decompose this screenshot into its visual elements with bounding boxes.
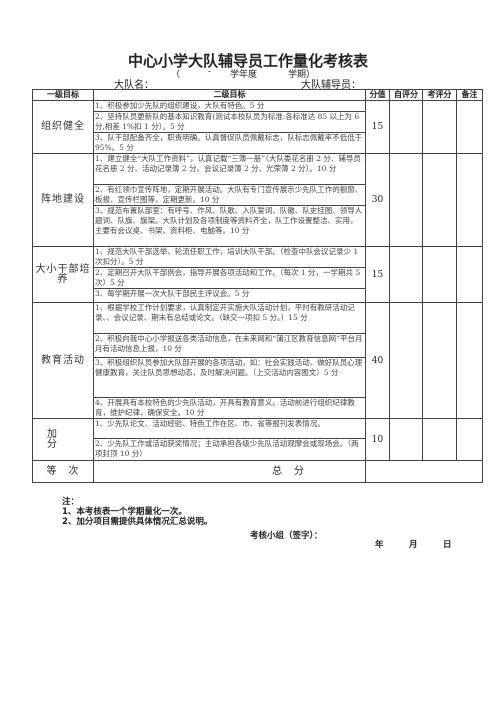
form-title: 中心小学大队辅导员工作量化考核表 — [127, 52, 368, 70]
table-row: 2、积极向我中心小学报送各类活动信息，在未来网和“蒲江区教育信息网”平台月月有活… — [33, 333, 483, 358]
item-cell: 2、定期召开大队干部例会，指导开展各项活动和工作。（每次 1 分，一学期共 5 … — [93, 267, 366, 289]
table-row: 大小干部培养 1、规范大队干部选举、轮流任职工作，培训大队干部。（检查中队会议记… — [32, 246, 483, 303]
notes-line-1: 1、本考核表一个学期量化一次。 — [62, 507, 187, 517]
item-cell: 4、开展具有本校特色的少先队活动，开具有教育意义。活动前进行组织纪律教育，维护纪… — [93, 397, 366, 419]
total-label: 总 分 — [93, 460, 366, 483]
remarks-cell[interactable] — [456, 100, 483, 154]
self-score-cell[interactable] — [389, 246, 423, 303]
self-score-cell[interactable] — [389, 153, 423, 247]
item-cell: 2、有红领巾宣传阵地，定期开展活动。大队有专门宣传展示少先队工作的橱窗、板报、宣… — [93, 184, 366, 206]
points-cell: 30 — [365, 153, 390, 247]
counselor-label: 大队辅导员： — [301, 80, 361, 91]
table-row: 3、积极组织队员参加大队部开展的各项活动，如：社会实践活动、做好队员心理健康教育… — [33, 357, 483, 398]
self-score-cell[interactable] — [389, 302, 423, 419]
category-cell: 加分 — [32, 418, 94, 461]
school-year-label: 学年度 — [230, 70, 258, 80]
category-cell: 组织健全 — [32, 100, 94, 154]
col-review-score: 考评分 — [422, 89, 457, 101]
review-score-cell[interactable] — [422, 302, 457, 419]
paren-open: （ — [171, 70, 181, 80]
col-points: 分值 — [365, 89, 390, 101]
category-cell: 阵地建设 — [32, 153, 94, 247]
item-cell: 1、少先队论文、活动经验、特色工作在区、市、省等报刊发表情况。 — [93, 418, 366, 439]
brigade-name-label: 大队名： — [114, 80, 154, 91]
notes-heading: 注： — [62, 497, 80, 507]
table-row: 组织健全 1、积极参加少先队的组织建设，大队有特色。5 分 15 — [32, 100, 483, 154]
item-cell: 2、积极向我中心小学报送各类活动信息，在未来网和“蒲江区教育信息网”平台月月有活… — [93, 333, 366, 358]
review-score-cell[interactable] — [422, 246, 457, 303]
table-row: 2、少先队工作或活动获奖情况；主动承担各级少先队活动观摩会或现场会。（两项封顶 … — [33, 438, 483, 461]
points-cell: 40 — [365, 302, 390, 419]
header-row: 一级目标 二级目标 分值 自评分 考评分 备注 — [32, 89, 483, 101]
self-score-cell[interactable] — [389, 100, 423, 154]
item-cell: 2、少先队工作或活动获奖情况；主动承担各级少先队活动观摩会或现场会。（两项封顶 … — [93, 438, 366, 461]
total-score-cell[interactable] — [365, 460, 483, 483]
item-cell: 1、规范大队干部选举、轮流任职工作，培训大队干部。（检查中队会议记录少 1 次扣… — [93, 246, 366, 268]
year-label: 年 — [375, 540, 384, 550]
points-cell: 10 — [365, 418, 390, 461]
table-row: 3、规范布置队部室：有呼号、作风、队歌、入队誓词、队徽、队史挂图、领导人题词、队… — [33, 205, 483, 247]
item-cell: 3、规范布置队部室：有呼号、作风、队歌、入队誓词、队徽、队史挂图、领导人题词、队… — [93, 205, 366, 247]
footer-row: 等 次 总 分 — [32, 460, 483, 483]
remarks-cell[interactable] — [456, 418, 483, 461]
table-row: 加分 1、少先队论文、活动经验、特色工作在区、市、省等报刊发表情况。 10 — [32, 418, 483, 461]
grade-label: 等 次 — [32, 460, 94, 483]
remarks-cell[interactable] — [456, 302, 483, 419]
item-cell: 3、队干部配备齐全，职责明确。认真督促队员佩戴标志，队标志佩戴率不低低于 95%… — [93, 132, 366, 154]
year-dash: - — [208, 67, 212, 77]
remarks-cell[interactable] — [456, 153, 483, 247]
item-cell: 1、建立健全“大队工作资料”，认真记载“三簿一册”（大队委花名册 2 分、辅导员… — [93, 153, 366, 185]
item-cell: 3、积极组织队员参加大队部开展的各项活动，如：社会实践活动、做好队员心理健康教育… — [93, 357, 366, 398]
points-cell: 15 — [365, 246, 390, 303]
category-cell: 教育活动 — [32, 302, 94, 419]
table-row: 阵地建设 1、建立健全“大队工作资料”，认真记载“三簿一册”（大队委花名册 2 … — [32, 153, 483, 247]
semester-label: 学期） — [288, 70, 316, 80]
item-cell: 3、每学期开展一次大队干部民主评议会。5 分 — [93, 288, 366, 303]
review-score-cell[interactable] — [422, 100, 457, 154]
item-cell: 1、根据学校工作计划要求，认真制定开实施大队活动计划，平时有教研活动记录、、会议… — [93, 302, 366, 334]
notes-line-2: 2、加分项目需提供具体情况汇总说明。 — [62, 517, 213, 527]
category-cell: 大小干部培养 — [32, 246, 94, 303]
notes-block: 注： 1、本考核表一个学期量化一次。 2、加分项目需提供具体情况汇总说明。 — [62, 497, 212, 527]
item-cell: 1、积极参加少先队的组织建设，大队有特色。5 分 — [93, 100, 366, 112]
self-score-cell[interactable] — [389, 418, 423, 461]
col-self-score: 自评分 — [389, 89, 423, 101]
col-primary-goal: 一级目标 — [32, 89, 94, 101]
day-label: 日 — [443, 540, 452, 550]
assessment-table: 一级目标 二级目标 分值 自评分 考评分 备注 组织健全 1、积极参加少先队的组… — [32, 89, 483, 483]
review-score-cell[interactable] — [422, 418, 457, 461]
remarks-cell[interactable] — [456, 246, 483, 303]
col-secondary-goal: 二级目标 — [93, 89, 366, 101]
col-remarks: 备注 — [456, 89, 483, 101]
item-cell: 2、坚持队员更新队的基本知识教育(测试本校队员为标准:各标准达 85 以上为 6… — [93, 111, 366, 133]
review-score-cell[interactable] — [422, 153, 457, 247]
points-cell: 15 — [365, 100, 390, 154]
month-label: 月 — [409, 540, 418, 550]
review-signature-label: 考核小组（签字）： — [250, 531, 323, 541]
table-row: 教育活动 1、根据学校工作计划要求，认真制定开实施大队活动计划，平时有教研活动记… — [32, 302, 483, 419]
